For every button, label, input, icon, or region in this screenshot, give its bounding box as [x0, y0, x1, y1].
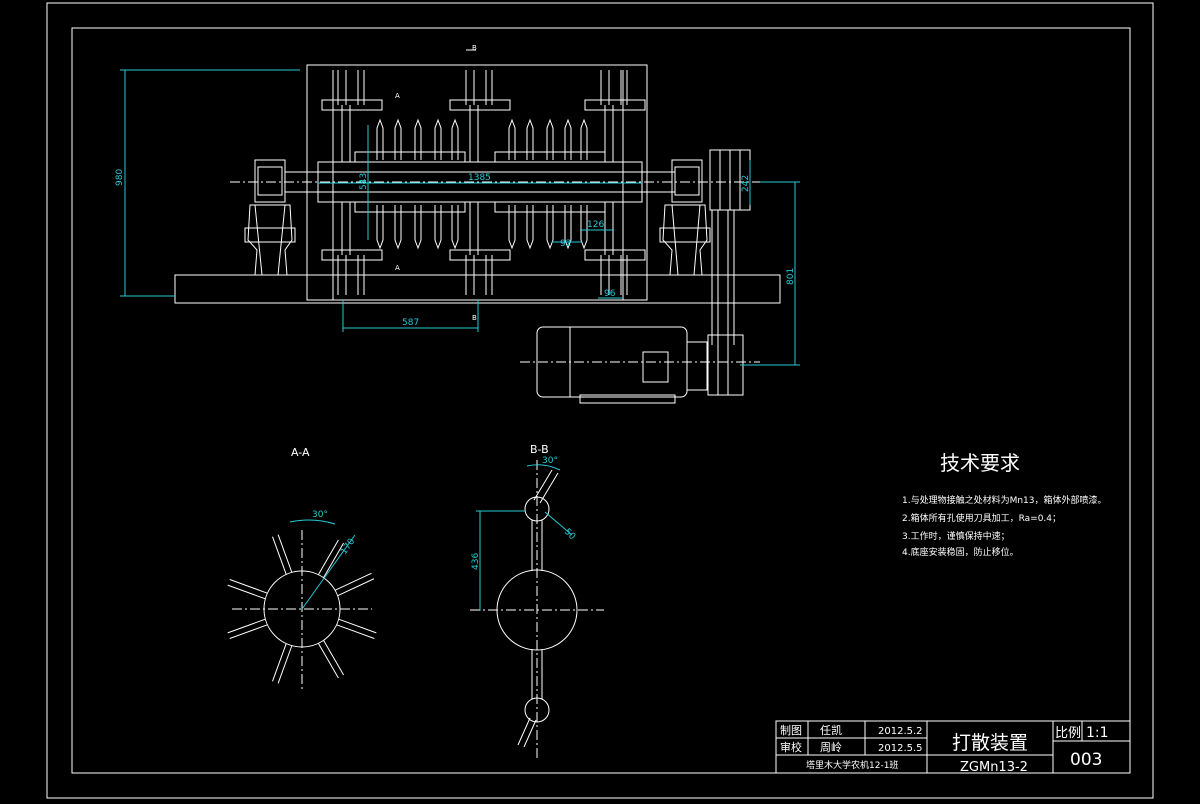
tb-part-code: ZGMn13-2 [960, 760, 1028, 775]
small-blade [526, 205, 534, 250]
section-bb-title: B-B [530, 443, 549, 456]
aa-blade [334, 572, 375, 597]
hammer-arm [584, 202, 646, 295]
drive-pulley [709, 149, 751, 345]
section-mark-a-bottom: A [395, 264, 400, 272]
small-blade [580, 118, 588, 160]
aa-blade [317, 539, 345, 578]
tb-sheet: 003 [1070, 750, 1102, 770]
tb-scale-label: 比例 [1055, 726, 1081, 741]
hammer-arm [449, 202, 511, 295]
small-blade [434, 205, 442, 250]
small-blade [508, 118, 516, 160]
outer-border [46, 2, 1154, 799]
aa-blade [227, 618, 268, 639]
dimensions: 980 543 1385 587 242 801 126 92 96 B A A… [115, 44, 800, 366]
section-aa: A-A 30° 170 [227, 446, 377, 690]
hammer-arm [321, 202, 383, 295]
small-blade [526, 118, 534, 160]
dim-pulley: 242 [741, 175, 751, 192]
section-mark-a-top: A [395, 92, 400, 100]
small-blade [508, 205, 516, 250]
tb-scale: 1:1 [1086, 725, 1109, 741]
small-blade [376, 205, 384, 250]
title-block: 制图 任凯 2012.5.2 审校 周岭 2012.5.5 塔里木大学农机12-… [775, 720, 1131, 775]
dim-offset: 587 [402, 318, 419, 328]
hammer-arm [321, 70, 383, 162]
tech-item-4: 4.底座安装稳固，防止移位。 [902, 546, 1019, 558]
tech-item-1: 1.与处理物接触之处材料为Mn13，箱体外部喷漆。 [902, 494, 1107, 506]
tb-check-date: 2012.5.5 [878, 743, 923, 754]
tb-school: 塔里木大学农机12-1班 [806, 759, 898, 771]
small-blade [546, 118, 554, 160]
small-blade [414, 205, 422, 250]
aa-blade [317, 640, 345, 679]
dim-blade-pitch: 92 [560, 239, 571, 249]
small-blade [376, 118, 384, 160]
dim-base-width: 96 [604, 289, 616, 299]
small-blade [564, 118, 572, 160]
motor [520, 326, 760, 404]
aa-blade [272, 643, 293, 684]
section-aa-title: A-A [291, 446, 310, 459]
tech-item-3: 3.工作时，谨慎保持中速； [902, 530, 1010, 542]
tech-item-2: 2.箱体所有孔使用刀具加工，Ra=0.4； [902, 512, 1061, 524]
aa-blade [227, 579, 268, 600]
small-blade [394, 118, 402, 160]
small-blade [546, 205, 554, 250]
base-plate [174, 274, 781, 304]
tech-requirements: 技术要求 1.与处理物接触之处材料为Mn13，箱体外部喷漆。 2.箱体所有孔使用… [902, 451, 1107, 558]
aa-radius: 170 [339, 537, 357, 557]
right-bearing [659, 159, 711, 276]
section-mark-b-bottom: B [472, 314, 477, 322]
tb-part-name: 打散装置 [952, 732, 1028, 754]
aa-blade [336, 618, 377, 639]
tb-drawer: 任凯 [820, 724, 842, 737]
small-blade [434, 118, 442, 160]
inner-border [71, 27, 1131, 774]
tb-draw-label: 制图 [780, 724, 802, 737]
section-mark-b-top: B [472, 44, 477, 52]
dim-height: 980 [115, 169, 125, 186]
hammer-arm [584, 70, 646, 162]
bb-radius: 50 [562, 527, 577, 542]
small-blade [394, 205, 402, 250]
dim-motor-offset: 801 [786, 268, 796, 285]
aa-blade [272, 534, 293, 575]
front-view [174, 64, 781, 404]
small-blade [580, 205, 588, 250]
dim-shaft-length: 1385 [468, 173, 491, 183]
dim-center-span: 543 [359, 173, 369, 190]
left-bearing [244, 159, 296, 276]
aa-angle: 30° [312, 510, 328, 520]
small-blade [451, 205, 459, 250]
small-blade [564, 205, 572, 250]
tb-checker: 周岭 [820, 740, 842, 754]
tech-title: 技术要求 [940, 451, 1020, 475]
tb-draw-date: 2012.5.2 [878, 726, 923, 737]
section-bb: B-B 436 30° 50 [470, 443, 604, 760]
tb-check-label: 审校 [780, 740, 802, 754]
small-blade [451, 118, 459, 160]
hammer-arm [449, 70, 511, 162]
bb-angle: 30° [542, 456, 558, 466]
blade-array [321, 70, 646, 295]
bb-distance: 436 [471, 553, 481, 570]
small-blade [414, 118, 422, 160]
dim-blade-gap: 126 [587, 220, 604, 230]
